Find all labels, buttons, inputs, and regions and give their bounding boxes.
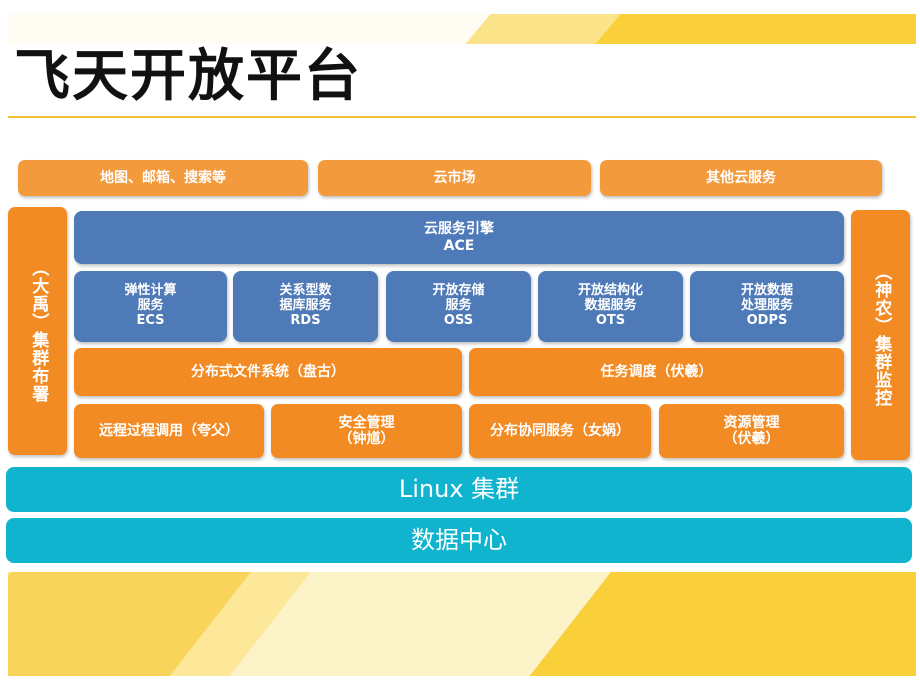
task-scheduling-box: 任务调度（伏羲）: [469, 348, 844, 396]
box-line: 远程过程调用（夸父）: [99, 422, 239, 439]
service-line: 弹性计算: [124, 283, 177, 299]
service-box-ots: 开放结构化 数据服务 OTS: [538, 271, 683, 342]
service-line: 处理服务: [740, 298, 793, 314]
distributed-file-system-box: 分布式文件系统（盘古）: [74, 348, 462, 396]
service-code: OSS: [443, 312, 474, 328]
app-box-cloud-market: 云市场: [318, 160, 591, 196]
service-code: OTS: [595, 312, 626, 328]
cluster-deployment-label: （大禹）集群布署: [28, 259, 49, 403]
box-line: （钟馗）: [338, 431, 395, 447]
cluster-deployment-column: （大禹）集群布署: [8, 207, 67, 455]
linux-cluster-bar: Linux 集群: [6, 467, 912, 512]
coordination-service-box: 分布协同服务（女娲）: [469, 404, 651, 458]
ace-line2: ACE: [443, 237, 475, 254]
service-line: 开放存储: [432, 283, 485, 299]
datacenter-bar: 数据中心: [6, 518, 912, 563]
service-code: RDS: [290, 312, 321, 328]
service-line: 开放数据: [740, 283, 793, 299]
service-line: 据库服务: [279, 298, 332, 314]
ace-line1: 云服务引擎: [424, 221, 494, 238]
decor-stripe: [595, 14, 916, 44]
service-code: ODPS: [746, 312, 788, 328]
box-line: 分布协同服务（女娲）: [490, 422, 630, 439]
rpc-box: 远程过程调用（夸父）: [74, 404, 264, 458]
decor-stripe: [8, 572, 259, 676]
service-line: 关系型数: [279, 283, 332, 299]
bottom-decoration-band: [8, 572, 916, 676]
service-line: 服务: [445, 298, 472, 314]
page-title: 飞天开放平台: [14, 44, 362, 109]
security-management-box: 安全管理 （钟馗）: [271, 404, 462, 458]
app-box-other-cloud-services: 其他云服务: [600, 160, 882, 196]
box-line: （伏羲）: [723, 431, 780, 447]
service-box-oss: 开放存储 服务 OSS: [386, 271, 531, 342]
app-box-maps-mail-search: 地图、邮箱、搜索等: [18, 160, 308, 196]
service-line: 服务: [137, 298, 164, 314]
service-line: 开放结构化: [577, 283, 643, 299]
box-line: 资源管理: [723, 414, 780, 431]
service-box-odps: 开放数据 处理服务 ODPS: [690, 271, 844, 342]
cloud-service-engine-ace: 云服务引擎 ACE: [74, 211, 844, 264]
title-divider: [8, 116, 916, 118]
cluster-monitoring-column: （神农）集群监控: [851, 210, 910, 460]
cluster-monitoring-label: （神农）集群监控: [871, 263, 892, 407]
resource-management-box: 资源管理 （伏羲）: [659, 404, 844, 458]
service-code: ECS: [136, 312, 165, 328]
service-line: 数据服务: [584, 298, 637, 314]
service-box-rds: 关系型数 据库服务 RDS: [233, 271, 378, 342]
top-decoration-band: [8, 14, 916, 44]
box-line: 安全管理: [338, 414, 395, 431]
service-box-ecs: 弹性计算 服务 ECS: [74, 271, 227, 342]
